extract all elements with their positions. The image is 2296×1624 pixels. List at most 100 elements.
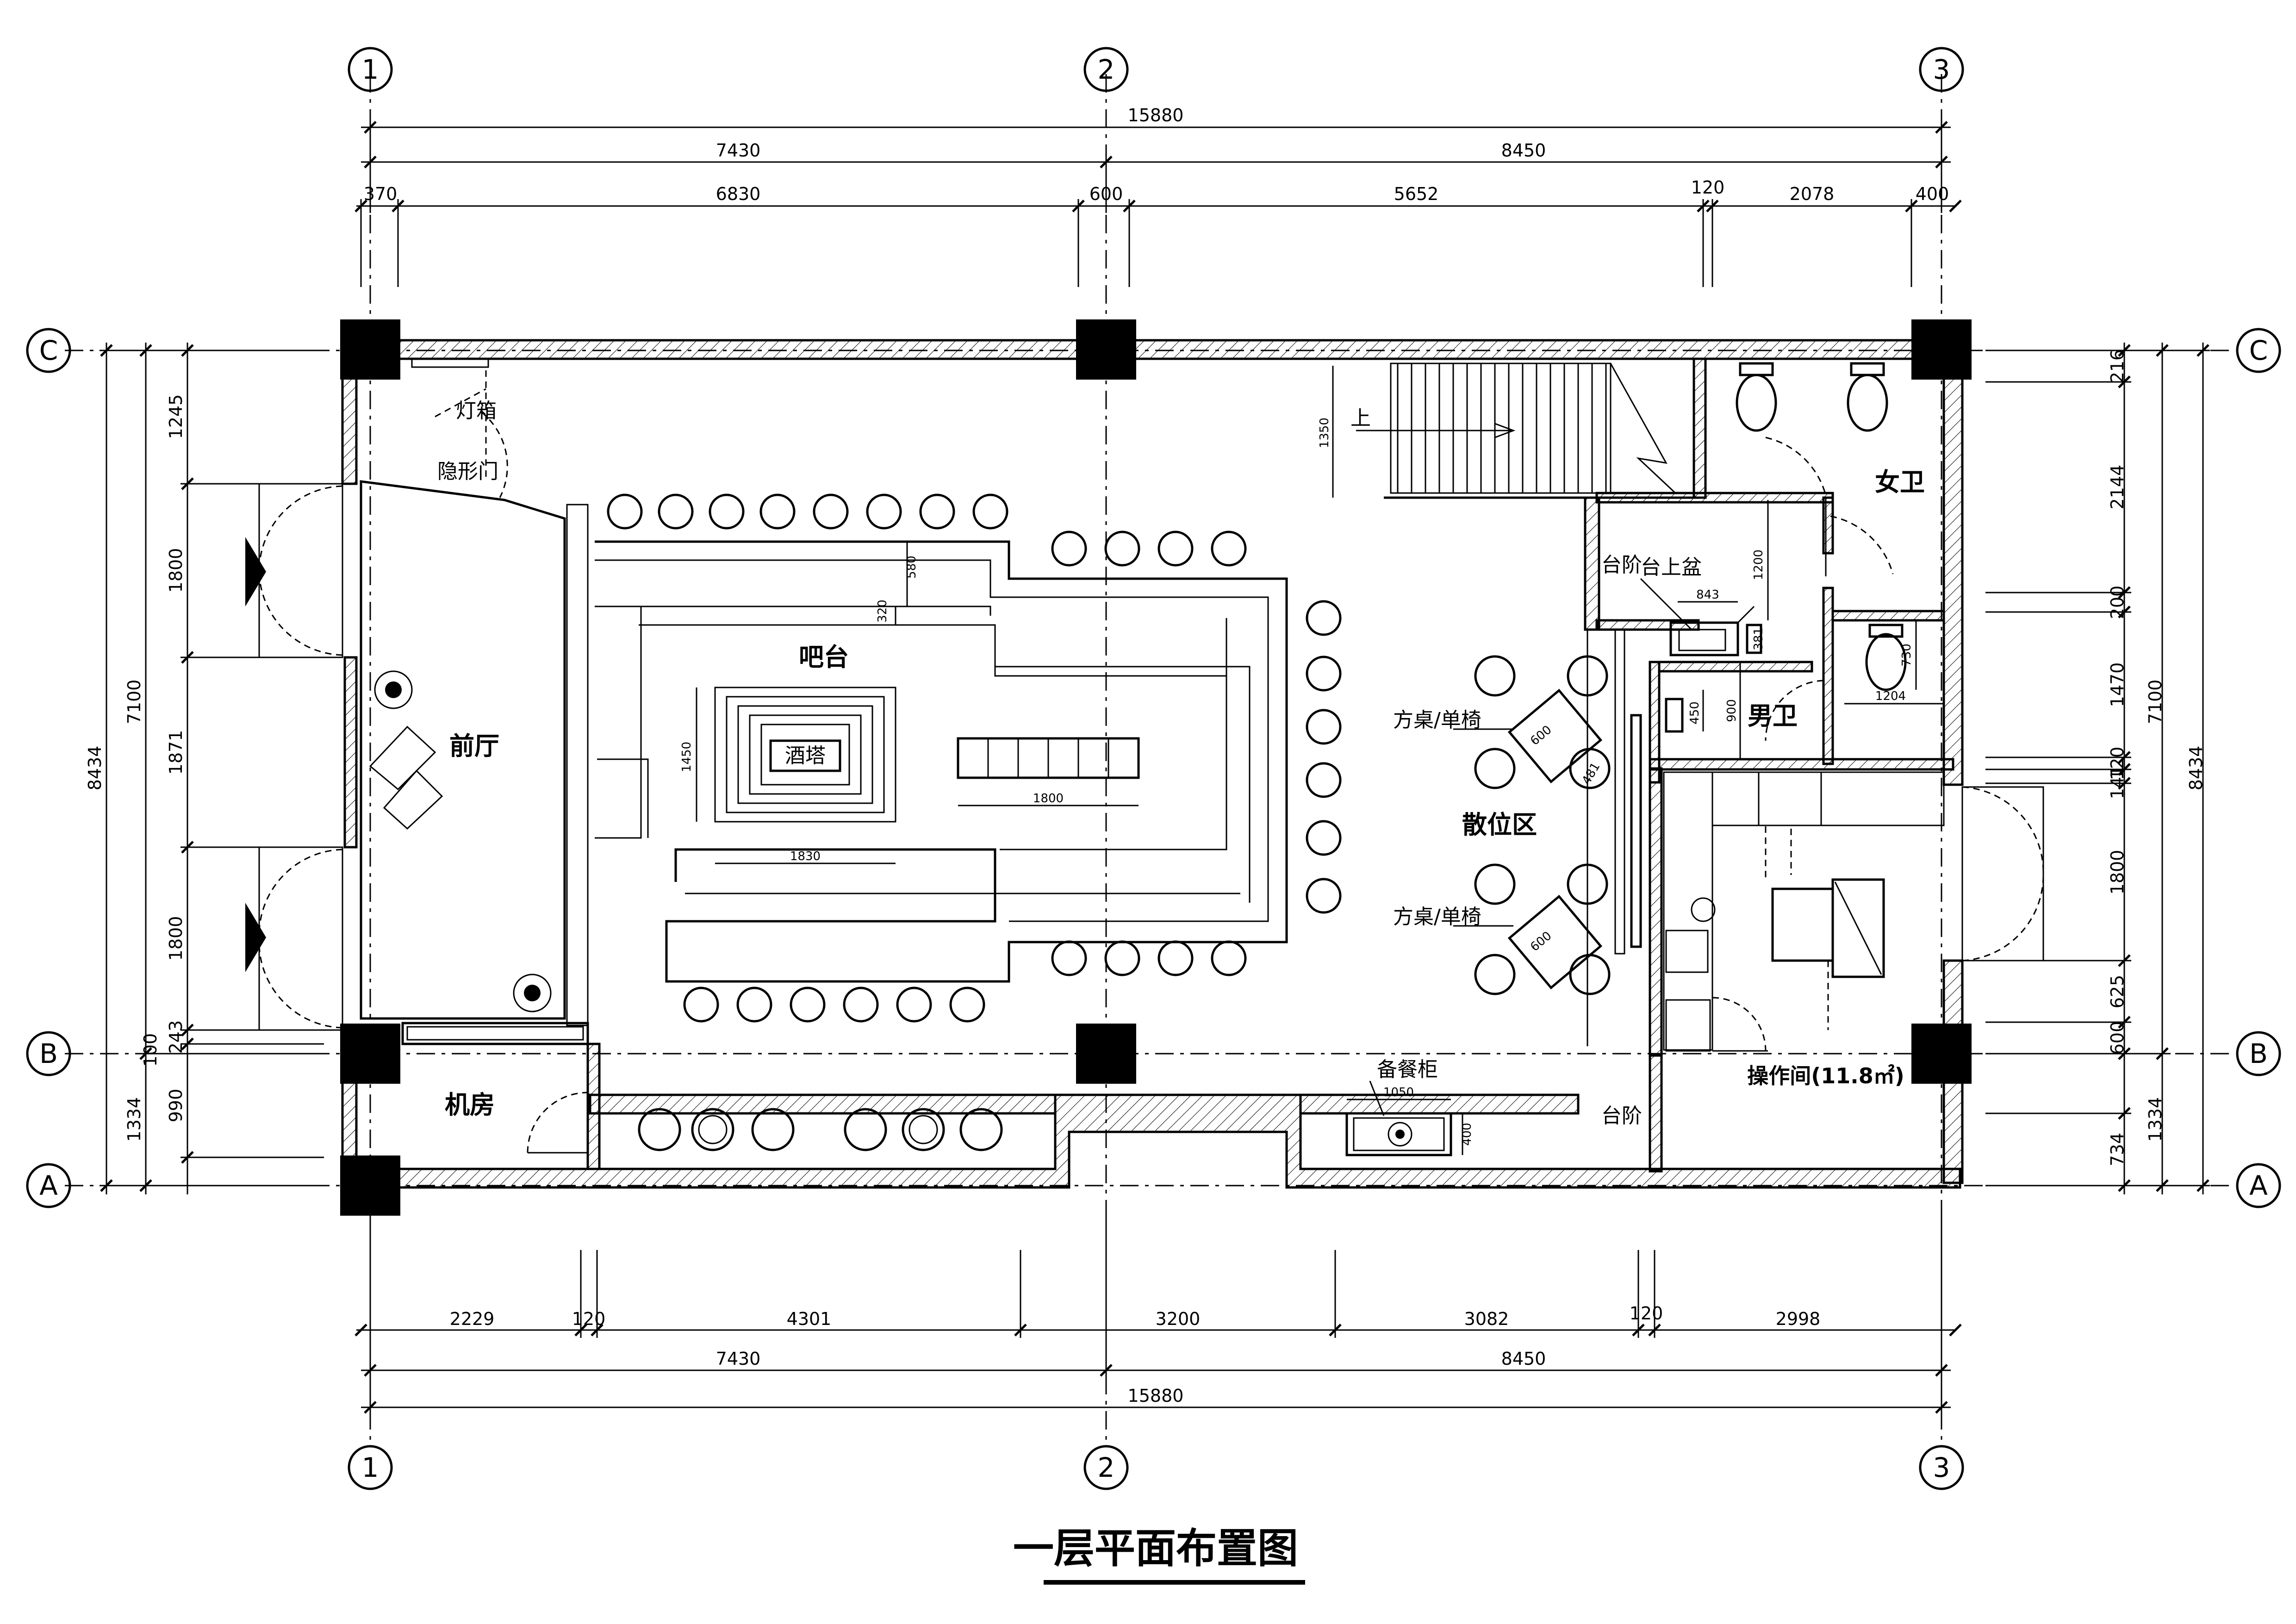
svg-text:1871: 1871 bbox=[166, 730, 186, 775]
entrance-doors bbox=[245, 483, 343, 1031]
top-dimensions: 15880 7430 8450 370 6830 600 5652 120 20… bbox=[355, 105, 1962, 287]
svg-text:1200: 1200 bbox=[1752, 550, 1766, 580]
svg-text:1050: 1050 bbox=[1383, 1086, 1414, 1099]
svg-text:8434: 8434 bbox=[2186, 746, 2206, 791]
axis-bubble-2-top: 2 bbox=[1083, 47, 1129, 92]
axis-bubble-c-left: C bbox=[26, 328, 71, 373]
bottom-chair-row bbox=[638, 1108, 1003, 1151]
right-dimensions: 8434 7100 1334 216 2144 200 1470 120 141… bbox=[1985, 343, 2210, 1194]
left-dimensions: 8434 7100 1334 1245 1800 1871 1800 243 1… bbox=[85, 343, 324, 1194]
svg-text:7430: 7430 bbox=[716, 1349, 761, 1369]
stairs: 1350 上 bbox=[1318, 362, 1694, 499]
svg-text:一层平面布置图: 一层平面布置图 bbox=[1013, 1524, 1298, 1572]
bar-area: 酒塔 1830 1800 1450 580 320 bbox=[595, 540, 1288, 983]
svg-text:2: 2 bbox=[1098, 54, 1115, 85]
svg-text:1800: 1800 bbox=[1033, 792, 1064, 806]
svg-text:7100: 7100 bbox=[124, 680, 144, 725]
svg-text:481: 481 bbox=[1580, 760, 1603, 787]
svg-text:843: 843 bbox=[1696, 588, 1719, 602]
svg-text:1: 1 bbox=[362, 54, 379, 85]
svg-text:C: C bbox=[39, 335, 58, 366]
svg-text:方桌/单椅: 方桌/单椅 bbox=[1393, 708, 1481, 732]
axis-bubble-a-right: A bbox=[2236, 1163, 2281, 1208]
toilet-icon bbox=[1847, 362, 1888, 432]
svg-text:2998: 2998 bbox=[1776, 1309, 1821, 1329]
svg-text:1800: 1800 bbox=[166, 916, 186, 961]
svg-text:2144: 2144 bbox=[2107, 465, 2128, 510]
svg-text:734: 734 bbox=[2107, 1133, 2128, 1167]
kitchen: 台阶 操作间(11.8㎡) bbox=[1601, 767, 2044, 1173]
svg-text:B: B bbox=[2249, 1038, 2268, 1069]
axis-bubble-b-right: B bbox=[2236, 1031, 2281, 1076]
svg-text:2229: 2229 bbox=[450, 1309, 495, 1329]
bottom-dimensions: 2229 120 4301 3200 3082 120 2998 7430 84… bbox=[355, 1213, 1962, 1417]
svg-text:400: 400 bbox=[1916, 184, 1949, 204]
svg-text:141: 141 bbox=[2107, 766, 2128, 800]
svg-text:3: 3 bbox=[1933, 54, 1950, 85]
svg-text:320: 320 bbox=[876, 600, 890, 623]
svg-text:方桌/单椅: 方桌/单椅 bbox=[1393, 905, 1481, 929]
svg-text:A: A bbox=[39, 1170, 58, 1201]
svg-text:台阶: 台阶 bbox=[1601, 1104, 1642, 1128]
svg-text:1350: 1350 bbox=[1318, 418, 1332, 448]
svg-text:900: 900 bbox=[1725, 699, 1739, 722]
svg-text:625: 625 bbox=[2107, 975, 2128, 1009]
svg-text:C: C bbox=[2249, 335, 2268, 366]
svg-text:7100: 7100 bbox=[2145, 680, 2165, 725]
svg-text:15880: 15880 bbox=[1128, 1386, 1184, 1406]
svg-text:600: 600 bbox=[1089, 184, 1123, 204]
svg-text:2078: 2078 bbox=[1790, 184, 1835, 204]
svg-text:3082: 3082 bbox=[1464, 1309, 1509, 1329]
svg-text:1830: 1830 bbox=[790, 849, 821, 863]
svg-text:400: 400 bbox=[1460, 1123, 1474, 1146]
svg-text:男卫: 男卫 bbox=[1748, 701, 1798, 731]
svg-text:200: 200 bbox=[2107, 586, 2128, 619]
svg-text:6830: 6830 bbox=[716, 184, 761, 204]
plant-icon bbox=[374, 670, 413, 709]
structural-columns bbox=[340, 319, 1972, 1216]
svg-text:A: A bbox=[2249, 1170, 2268, 1201]
svg-text:酒塔: 酒塔 bbox=[785, 744, 826, 768]
svg-text:1334: 1334 bbox=[124, 1097, 144, 1142]
seating-area: 600 481 600 方桌/单椅 方桌/单椅 散位区 bbox=[1393, 629, 1642, 1046]
svg-text:120: 120 bbox=[1630, 1303, 1663, 1324]
svg-text:120: 120 bbox=[572, 1309, 606, 1329]
restrooms: 843 1200 381 1204 730 450 900 台阶 台上盆 女卫 … bbox=[1584, 357, 1954, 784]
svg-text:600: 600 bbox=[1528, 929, 1554, 954]
svg-text:120: 120 bbox=[2107, 747, 2128, 781]
machine-room bbox=[527, 1043, 601, 1170]
axis-bubble-3-top: 3 bbox=[1919, 47, 1964, 92]
svg-text:1245: 1245 bbox=[166, 394, 186, 439]
square-table: 600 bbox=[1474, 863, 1611, 995]
plant-icon bbox=[1388, 1122, 1412, 1147]
svg-text:216: 216 bbox=[2107, 350, 2128, 383]
svg-text:1: 1 bbox=[362, 1452, 379, 1483]
svg-text:散位区: 散位区 bbox=[1462, 810, 1537, 839]
svg-text:8450: 8450 bbox=[1501, 1349, 1546, 1369]
lobby-label: 前厅 bbox=[449, 731, 499, 761]
svg-text:600: 600 bbox=[2107, 1021, 2128, 1055]
svg-text:3: 3 bbox=[1933, 1452, 1950, 1483]
svg-text:120: 120 bbox=[1691, 177, 1725, 198]
svg-text:370: 370 bbox=[364, 184, 398, 204]
machine-room-label: 机房 bbox=[445, 1090, 495, 1119]
toilet-icon bbox=[1736, 362, 1777, 432]
svg-text:600: 600 bbox=[1528, 723, 1554, 748]
svg-text:5652: 5652 bbox=[1394, 184, 1439, 204]
svg-text:100: 100 bbox=[140, 1033, 161, 1067]
svg-text:8450: 8450 bbox=[1501, 140, 1546, 161]
toilet-icon bbox=[1865, 624, 1907, 691]
svg-text:3200: 3200 bbox=[1156, 1309, 1201, 1329]
svg-text:730: 730 bbox=[1900, 643, 1914, 667]
svg-text:1800: 1800 bbox=[2107, 850, 2128, 895]
service-cabinet: 1050 400 备餐柜 bbox=[1345, 1058, 1474, 1156]
exterior-walls bbox=[341, 339, 1964, 1189]
svg-text:1470: 1470 bbox=[2107, 662, 2128, 707]
svg-text:B: B bbox=[39, 1038, 58, 1069]
lobby-area bbox=[360, 358, 589, 1045]
svg-text:1204: 1204 bbox=[1875, 689, 1906, 703]
svg-text:台上盆: 台上盆 bbox=[1641, 556, 1702, 579]
bar-stools bbox=[607, 493, 1342, 1023]
svg-text:台阶: 台阶 bbox=[1601, 553, 1642, 577]
svg-text:操作间(11.8㎡): 操作间(11.8㎡) bbox=[1747, 1063, 1904, 1088]
